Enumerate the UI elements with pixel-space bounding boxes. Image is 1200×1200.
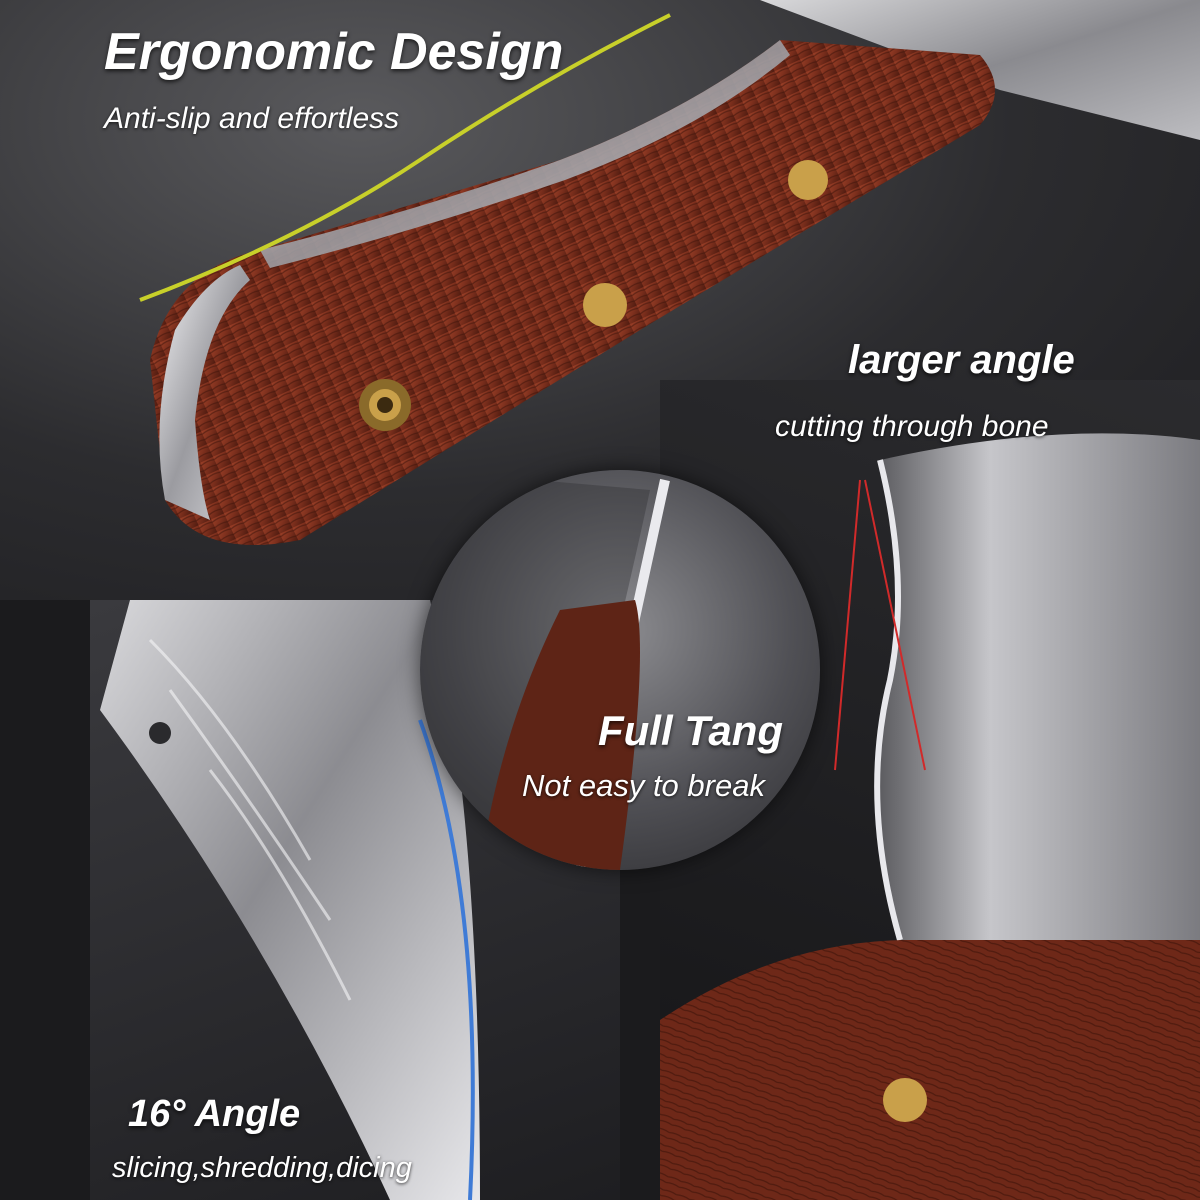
cleaver-profile-illustration [660,433,1200,1200]
rivet [583,283,627,327]
handle-wood [660,940,1200,1200]
blade-shape [877,433,1200,940]
ergonomic-curve-line [139,13,671,302]
cleaver-blade-illustration [100,600,480,1200]
angle-indicator-lines [834,479,926,771]
larger-angle-subtitle: cutting through bone [775,410,1049,443]
angle-16-subtitle: slicing,shredding,dicing [112,1152,412,1184]
tang-illustration [420,470,670,870]
blade-edge-photo [90,600,620,1200]
full-tang-inset [420,470,820,870]
full-tang-subtitle: Not easy to break [522,768,765,803]
knife-handle-illustration [139,0,1200,545]
hanging-hole [149,722,171,744]
rivet [883,1078,927,1122]
ergonomic-subtitle: Anti-slip and effortless [104,102,400,135]
handle-wood [150,40,995,545]
larger-angle-title: larger angle [848,338,1075,382]
blade-shape [100,600,480,1200]
full-tang-title: Full Tang [598,707,784,754]
handle-wood [480,600,640,870]
edge-angle-line [418,719,475,1200]
ergonomic-title: Ergonomic Design [104,23,564,81]
bolster-steel [159,265,250,520]
angle-16-title: 16° Angle [128,1093,301,1135]
rivet [788,160,828,200]
